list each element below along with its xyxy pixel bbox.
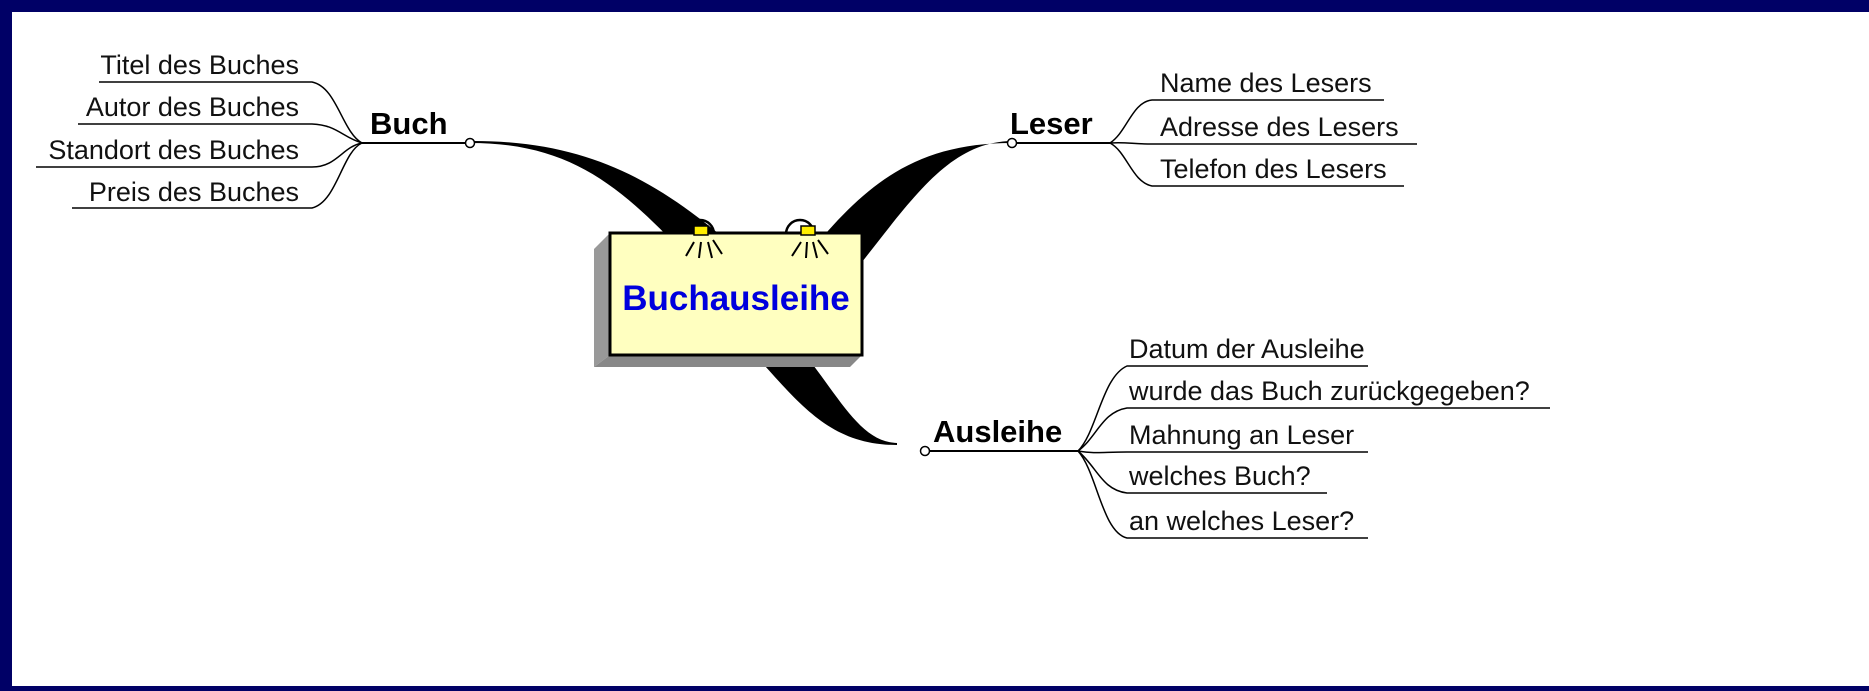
leaf-adresse-des-lesers[interactable]: Adresse des Lesers [1160,112,1399,142]
leaf-name-des-lesers[interactable]: Name des Lesers [1160,68,1372,98]
central-box-shadow-bottom [594,355,862,367]
subbranches-buch [36,81,363,209]
branch-label-buch: Buch [370,106,448,141]
leaf-telefon-des-lesers[interactable]: Telefon des Lesers [1160,154,1387,184]
central-topic-label: Buchausleihe [622,279,850,318]
branch-buch[interactable]: Buch [362,106,476,149]
mindmap-canvas: Buchausleihe Buch [12,12,1869,686]
branch-label-leser: Leser [1010,106,1093,141]
central-box [608,231,864,357]
leaf-wurde-das-buch-zurueckgegeben[interactable]: wurde das Buch zurückgegeben? [1128,376,1530,406]
central-box-shadow-side [594,233,610,367]
branch-label-ausleihe: Ausleihe [933,414,1062,449]
leaf-preis-des-buches[interactable]: Preis des Buches [89,177,299,207]
connector-ausleihe [757,357,897,445]
leaf-an-welches-leser[interactable]: an welches Leser? [1129,506,1354,536]
leaf-mahnung-an-leser[interactable]: Mahnung an Leser [1129,420,1354,450]
subbranches-ausleihe [1077,365,1550,539]
subbranches-leser [1109,99,1417,187]
branch-leser[interactable]: Leser [1006,106,1111,149]
branch-node [464,137,476,149]
branch-ausleihe[interactable]: Ausleihe [919,414,1079,457]
central-topic[interactable]: Buchausleihe [594,231,864,367]
leaf-standort-des-buches[interactable]: Standort des Buches [48,135,299,165]
leaf-autor-des-buches[interactable]: Autor des Buches [86,92,299,122]
lightbulb-icon [784,218,829,259]
lightbulb-icon [684,218,723,259]
leaf-titel-des-buches[interactable]: Titel des Buches [100,50,299,80]
leaf-datum-der-ausleihe[interactable]: Datum der Ausleihe [1129,334,1365,364]
leaf-welches-buch[interactable]: welches Buch? [1128,461,1311,491]
branch-node [919,445,931,457]
branch-node [1006,137,1018,149]
mindmap-svg: Buchausleihe Buch [36,50,1550,539]
